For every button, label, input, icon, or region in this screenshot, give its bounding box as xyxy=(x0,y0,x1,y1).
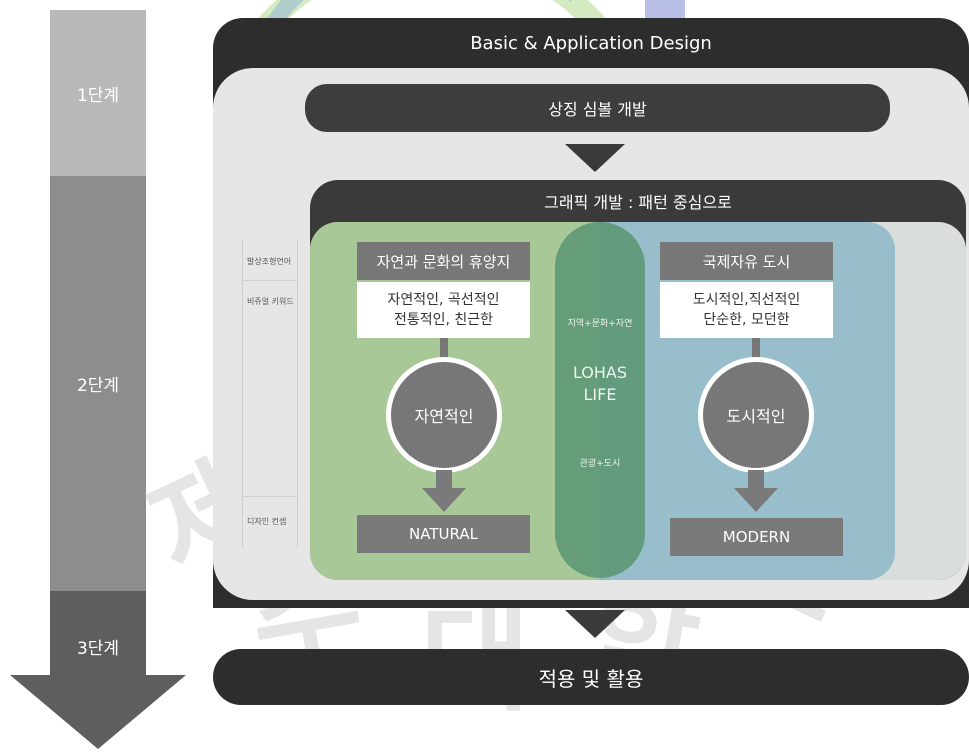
left-keyword-line1: 자연적인, 곡선적인 xyxy=(387,292,500,308)
symbol-development-label: 상징 심볼 개발 xyxy=(548,100,647,119)
application-label: 적용 및 활용 xyxy=(538,666,644,691)
side-label-ideation: 발상조형언어 xyxy=(247,257,292,266)
arrow-down-icon xyxy=(565,144,625,172)
arrow-down-icon xyxy=(565,610,625,638)
left-branch-heading: 자연과 문화의 휴양지 xyxy=(357,242,530,280)
left-arrow-stem xyxy=(436,470,452,490)
stage-1-label: 1단계 xyxy=(76,85,120,106)
stage-3-segment: 3단계 xyxy=(50,591,146,677)
right-branch-heading: 국제자유 도시 xyxy=(660,242,833,280)
graphic-development-title: 그래픽 개발 : 패턴 중심으로 xyxy=(544,193,732,212)
left-concept-circle: 자연적인 xyxy=(386,357,502,473)
side-divider xyxy=(242,496,298,497)
lohas-main-line1: LOHAS xyxy=(572,363,628,382)
left-arrow-down-icon xyxy=(422,488,466,512)
side-divider xyxy=(242,280,298,281)
stage-2-label: 2단계 xyxy=(76,376,120,396)
lohas-bottom-text: 관광+도시 xyxy=(579,459,621,469)
design-title: Basic & Application Design xyxy=(470,32,712,54)
left-concept-label: 자연적인 xyxy=(414,407,474,426)
right-branch-keywords: 도시적인,직선적인 단순한, 모던한 xyxy=(660,282,833,338)
side-label-keyword: 비쥬얼 키워드 xyxy=(247,297,294,306)
right-connector xyxy=(752,338,760,362)
left-connector xyxy=(440,338,448,362)
right-arrow-down-icon xyxy=(734,488,778,512)
lohas-capsule xyxy=(555,222,645,578)
application-pill: 적용 및 활용 xyxy=(213,649,969,705)
modern-result: MODERN xyxy=(670,518,843,556)
side-label-concept: 디자인 컨셉 xyxy=(247,517,287,526)
stage-arrow-head xyxy=(10,675,186,749)
stage-2-segment: 2단계 xyxy=(50,176,146,591)
modern-label: MODERN xyxy=(722,528,791,546)
natural-label: NATURAL xyxy=(409,525,478,543)
right-keyword-line1: 도시적인,직선적인 xyxy=(692,292,801,308)
stage-1-segment: 1단계 xyxy=(50,10,146,176)
left-keyword-line2: 전통적인, 친근한 xyxy=(393,312,494,328)
lohas-top-text: 지역+문화+자연 xyxy=(567,319,633,329)
right-concept-circle: 도시적인 xyxy=(698,357,814,473)
right-concept-label: 도시적인 xyxy=(726,407,786,426)
side-label-column xyxy=(242,240,298,548)
right-keyword-line2: 단순한, 모던한 xyxy=(703,312,790,328)
lohas-main-line2: LIFE xyxy=(583,385,617,404)
right-arrow-stem xyxy=(748,470,764,490)
natural-result: NATURAL xyxy=(357,515,530,553)
symbol-development-pill: 상징 심볼 개발 xyxy=(305,84,890,132)
left-branch-keywords: 자연적인, 곡선적인 전통적인, 친근한 xyxy=(357,282,530,338)
stage-3-label: 3단계 xyxy=(76,639,120,659)
